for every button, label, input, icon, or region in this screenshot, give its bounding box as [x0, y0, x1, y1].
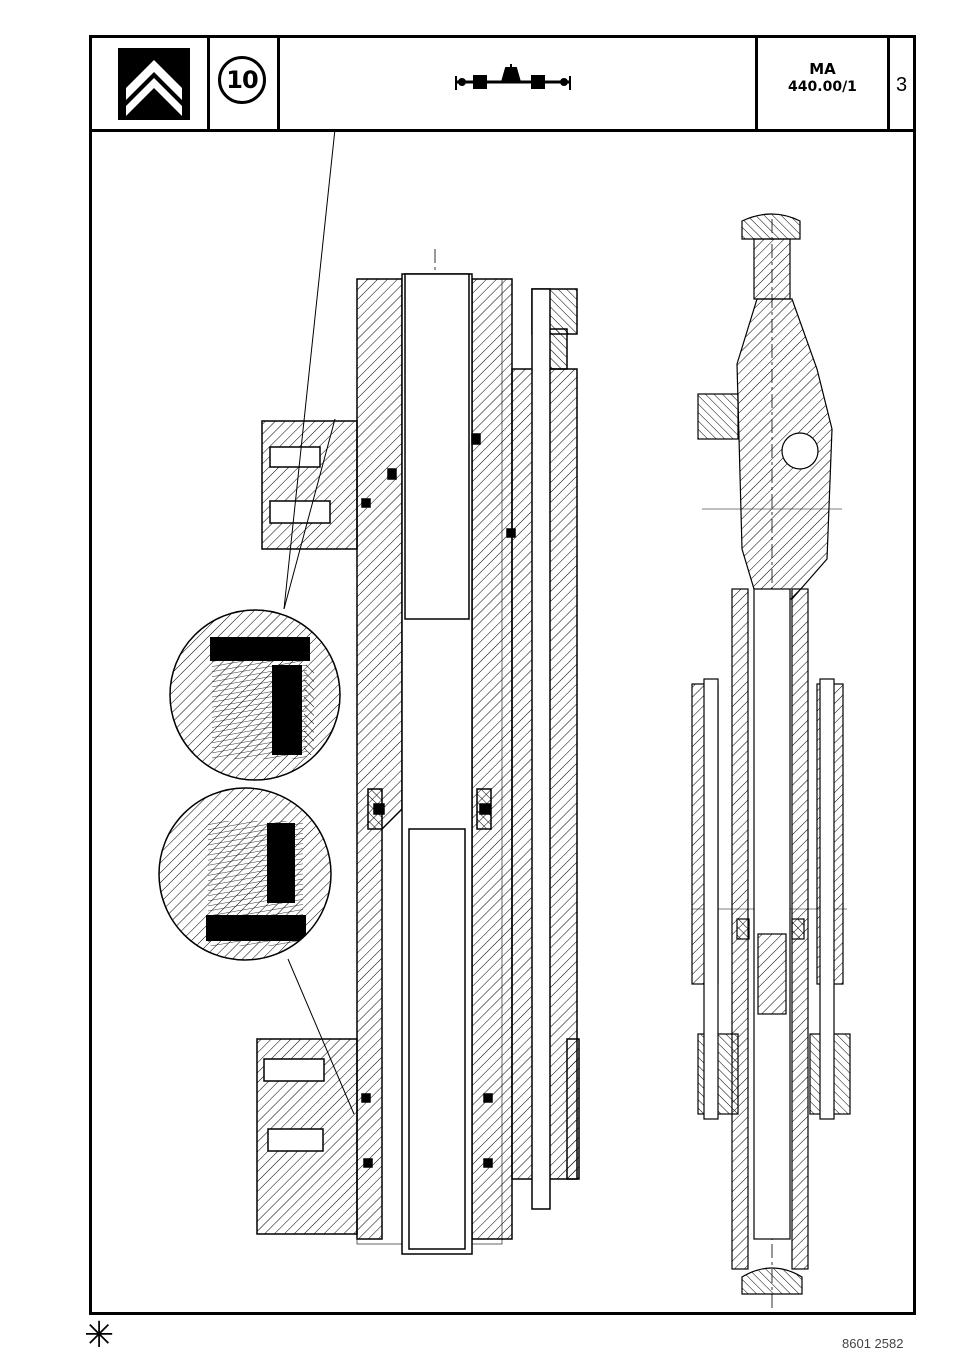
logo-cell — [92, 38, 210, 129]
title-block: 10 MA 440.00/1 — [92, 38, 913, 132]
citroen-logo-icon — [118, 48, 190, 120]
document-sheet: 10 MA 440.00/1 — [89, 35, 916, 1315]
detail-seal-magnified-upper — [169, 609, 341, 781]
technical-drawing — [158, 129, 851, 1309]
reference-number: 440.00/1 — [788, 79, 857, 95]
steering-rack-icon — [455, 64, 571, 90]
document-code: 8601 2582 — [842, 1336, 904, 1351]
assembly-icon-cell — [280, 38, 758, 129]
detail-seal-magnified-lower — [158, 787, 332, 961]
main-sectional-view — [256, 249, 580, 1255]
footer-symbol: ✳ — [84, 1315, 115, 1356]
reference-block: MA 440.00/1 — [758, 60, 887, 96]
page-number-cell: 3 — [890, 38, 913, 129]
section-number-cell: 10 — [210, 38, 280, 129]
page-number: 3 — [896, 74, 908, 96]
reference-code: MA — [809, 60, 836, 78]
reference-cell: MA 440.00/1 — [758, 38, 890, 129]
section-number: 10 — [218, 56, 266, 104]
secondary-assembly-view — [691, 213, 851, 1309]
